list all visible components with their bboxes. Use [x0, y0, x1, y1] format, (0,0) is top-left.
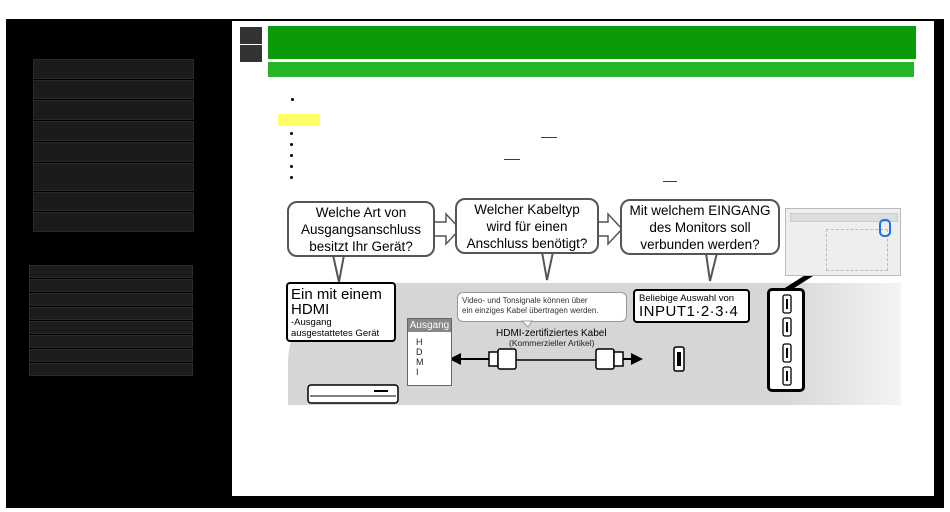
sidebar-list-item[interactable] [29, 293, 193, 306]
sidebar-list-item[interactable] [29, 279, 193, 292]
question-output-type-text: Welche Art von Ausgangsanschluss besitzt… [300, 204, 422, 254]
sidebar-list-item[interactable] [29, 335, 193, 348]
output-port-box: Ausgang H D M I [407, 318, 452, 386]
bullet [290, 165, 293, 168]
bullet [290, 143, 293, 146]
sidebar-nav-button[interactable] [33, 121, 194, 141]
frame-bottom [6, 496, 944, 508]
sidebar-list-item[interactable] [29, 363, 193, 376]
bullet [291, 98, 294, 101]
left-sidebar [6, 19, 232, 508]
device-line4: ausgestattetes Gerät [291, 328, 380, 339]
input-selection-line2: INPUT1·2·3·4 [639, 303, 739, 320]
sidebar-list-item[interactable] [29, 321, 193, 334]
page-link[interactable] [504, 159, 520, 160]
highlight-label [278, 114, 320, 126]
bullet [290, 154, 293, 157]
bullet [290, 176, 293, 179]
header-icon[interactable] [240, 45, 262, 62]
sidebar-list-item[interactable] [29, 349, 193, 362]
sidebar-list-item[interactable] [29, 265, 193, 278]
cable-note-line2: ein einziges Kabel übertragen werden. [462, 306, 599, 315]
sidebar-nav-button[interactable] [33, 192, 194, 211]
highlight-ring-icon [879, 219, 891, 237]
bullet [290, 132, 293, 135]
frame-top [232, 19, 934, 21]
cable-label: HDMI-zertifiziertes Kabel [496, 328, 607, 339]
question-input: Mit welchem EINGANG des Monitors soll ve… [620, 199, 780, 255]
cable-sublabel: (Kommerzieller Artikel) [509, 338, 595, 348]
sidebar-nav-button[interactable] [33, 142, 194, 162]
sidebar-nav-button[interactable] [33, 163, 194, 191]
monitor-rear-top-strip [790, 213, 898, 222]
page-title-bar [268, 26, 916, 59]
question-output-type: Welche Art von Ausgangsanschluss besitzt… [287, 201, 435, 257]
output-label: Ausgang [408, 319, 451, 332]
section-title-bar [268, 62, 914, 77]
device-line2: HDMI [291, 301, 330, 318]
page-link[interactable] [663, 181, 677, 182]
device-line3: -Ausgang [291, 317, 332, 328]
question-cable-type: Welcher Kabeltyp wird für einen Anschlus… [455, 198, 599, 254]
device-description-box: Ein mit einem HDMI -Ausgang ausgestattet… [286, 282, 396, 342]
monitor-rear-illustration [785, 208, 901, 276]
frame-right [934, 19, 944, 508]
sidebar-nav-button[interactable] [33, 100, 194, 120]
page-link[interactable] [541, 137, 557, 138]
cable-note: Video- und Tonsignale können über ein ei… [457, 292, 627, 322]
header-icon[interactable] [240, 27, 262, 44]
sidebar-list-item[interactable] [29, 307, 193, 320]
sidebar-nav-button[interactable] [33, 212, 194, 232]
monitor-rear-connector-area [826, 229, 888, 271]
output-port-label: H D M I [416, 337, 424, 377]
question-input-text: Mit welchem EINGANG des Monitors soll ve… [629, 202, 771, 252]
input-selection-box: Beliebige Auswahl von INPUT1·2·3·4 [633, 289, 750, 323]
question-cable-type-text: Welcher Kabeltyp wird für einen Anschlus… [466, 201, 588, 251]
input-selection-line1: Beliebige Auswahl von [639, 293, 735, 304]
sidebar-nav-button[interactable] [33, 59, 194, 79]
device-line1: Ein mit einem [291, 286, 382, 303]
cable-note-line1: Video- und Tonsignale können über [462, 296, 588, 305]
sidebar-nav-button[interactable] [33, 80, 194, 99]
